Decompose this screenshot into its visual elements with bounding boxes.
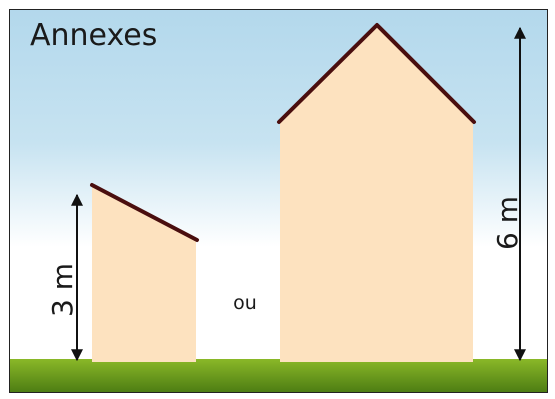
scene-drawing	[10, 23, 547, 392]
small-annex-height-label: 3 m	[46, 263, 79, 317]
small-annex-wall	[92, 186, 196, 362]
or-separator-label: ou	[233, 292, 257, 314]
small-annex-roof	[90, 183, 199, 242]
large-annex-height-label: 6 m	[491, 196, 524, 250]
large-annex-wall	[280, 26, 473, 362]
small-annex	[90, 183, 199, 362]
diagram-frame: Annexes ou 3 m 6 m	[9, 9, 548, 393]
ground-strip	[10, 359, 547, 392]
large-annex-roof	[277, 23, 476, 124]
large-annex	[277, 23, 476, 362]
diagram-title: Annexes	[30, 18, 158, 53]
